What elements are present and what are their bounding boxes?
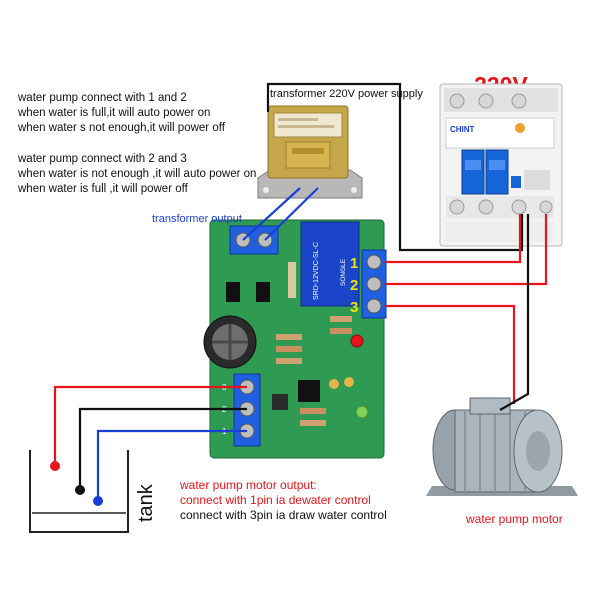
pump-motor-label: water pump motor (465, 512, 563, 526)
note-line: when water is full ,it will power off (17, 183, 189, 195)
wires (53, 82, 548, 498)
terminal-label-2: 2 (350, 277, 358, 294)
transformer (257, 105, 363, 199)
tank-label: tank (135, 483, 157, 522)
probe-common (75, 485, 85, 495)
relay-marking: SRD-12VDC-SL-C (313, 242, 320, 300)
notes-mode-12: water pump connect with 1 and 2 when wat… (17, 92, 226, 134)
probe-low (93, 496, 103, 506)
note-line: when water is full,it will auto power on (17, 107, 210, 119)
relay-module: SRD-12VDC-SL-C SONGLE (203, 219, 387, 459)
motor-output-title: water pump motor output: (179, 478, 317, 492)
power-supply-label: transformer 220V power supply (270, 88, 423, 100)
note-line: water pump connect with 1 and 2 (17, 92, 187, 104)
motor-output-line-1: connect with 1pin ia dewater control (180, 493, 371, 507)
breaker-brand: CHINT (450, 125, 475, 134)
water-pump-motor (426, 397, 578, 496)
note-line: water pump connect with 2 and 3 (17, 153, 187, 165)
terminal-label-3: 3 (350, 299, 358, 316)
probe-high (50, 461, 60, 471)
circuit-breaker: CHINT (439, 83, 563, 247)
tank (29, 450, 129, 533)
motor-output-line-2: connect with 3pin ia draw water control (180, 508, 387, 522)
relay-brand: SONGLE (340, 258, 347, 286)
motor-output-notes: water pump motor output: connect with 1p… (179, 478, 387, 522)
transformer-output-label: transformer output (152, 213, 242, 225)
terminal-label-1: 1 (350, 255, 358, 272)
note-line: when water is not enough ,it will auto p… (17, 168, 256, 180)
note-line: when water s not enough,it will power of… (17, 122, 226, 134)
notes-mode-23: water pump connect with 2 and 3 when wat… (17, 153, 256, 195)
